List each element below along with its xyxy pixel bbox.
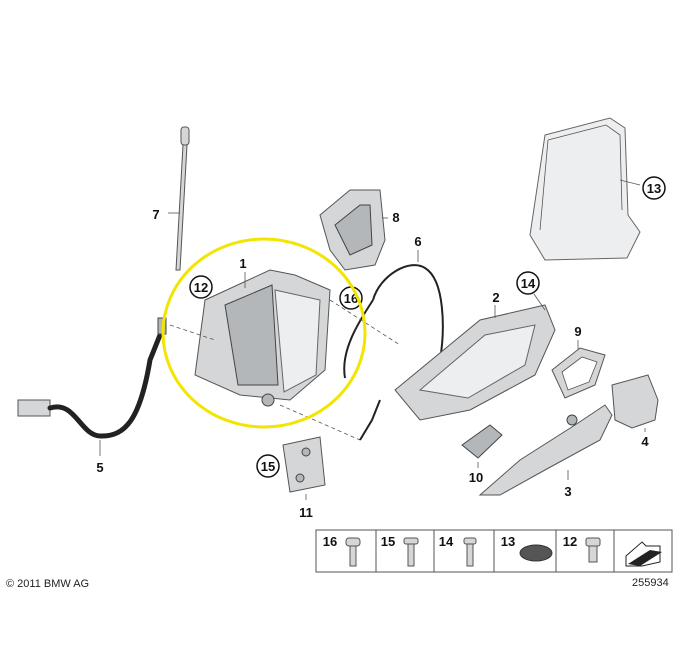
svg-text:12: 12 (194, 280, 208, 295)
callout-13: 13 (642, 176, 666, 200)
svg-text:14: 14 (439, 534, 454, 549)
legend-item-13: 13 (501, 534, 553, 562)
callout-15-on-striker: 15 (256, 454, 280, 478)
svg-text:1: 1 (239, 256, 246, 271)
callout-9: 9 (574, 324, 581, 339)
arrow-icon (625, 541, 662, 567)
striker-plate (282, 436, 326, 500)
svg-text:12: 12 (563, 534, 577, 549)
svg-text:7: 7 (152, 207, 159, 222)
fasteners-legend: 16 15 14 13 12 (315, 529, 673, 573)
callout-8: 8 (392, 210, 399, 225)
svg-text:5: 5 (96, 460, 103, 475)
legend-item-15: 15 (381, 534, 419, 567)
copyright-text: © 2011 BMW AG (6, 578, 89, 590)
svg-text:16: 16 (323, 534, 337, 549)
svg-text:15: 15 (381, 534, 395, 549)
svg-text:6: 6 (414, 234, 421, 249)
callout-2: 2 (492, 290, 499, 305)
door-lock-module (194, 269, 331, 407)
lock-rod (168, 126, 190, 271)
svg-text:13: 13 (647, 181, 661, 196)
callout-1: 1 (239, 256, 246, 271)
svg-text:9: 9 (574, 324, 581, 339)
svg-text:11: 11 (299, 505, 313, 520)
handle-gasket (551, 340, 606, 399)
diagram-number: 255934 (632, 577, 669, 589)
bowden-cable (343, 250, 444, 379)
svg-text:2: 2 (492, 290, 499, 305)
rear-door-outline (529, 117, 641, 261)
callout-14-on-carrier: 14 (516, 271, 546, 311)
svg-text:10: 10 (469, 470, 483, 485)
outer-door-handle (478, 404, 613, 496)
highlight-circle (161, 237, 367, 429)
svg-text:14: 14 (521, 276, 536, 291)
svg-text:13: 13 (501, 534, 515, 549)
callout-12-on-lock: 12 (189, 275, 213, 299)
callout-5: 5 (96, 460, 103, 475)
callout-3: 3 (564, 484, 571, 499)
handle-carrier (394, 304, 556, 421)
svg-text:3: 3 (564, 484, 571, 499)
assembly-lines (169, 299, 401, 441)
svg-text:15: 15 (261, 459, 275, 474)
bracket-part (319, 189, 388, 271)
legend-item-14: 14 (439, 534, 477, 567)
legend-item-12: 12 (563, 534, 601, 563)
callout-7: 7 (152, 207, 159, 222)
callout-11: 11 (299, 505, 313, 520)
cylinder-cap (611, 374, 659, 432)
callout-4: 4 (641, 434, 649, 449)
callout-6: 6 (414, 234, 421, 249)
callout-10: 10 (469, 470, 483, 485)
svg-text:8: 8 (392, 210, 399, 225)
electrical-cable (17, 317, 167, 456)
legend-item-16: 16 (323, 534, 361, 567)
svg-text:4: 4 (641, 434, 649, 449)
handle-cover (461, 424, 503, 468)
